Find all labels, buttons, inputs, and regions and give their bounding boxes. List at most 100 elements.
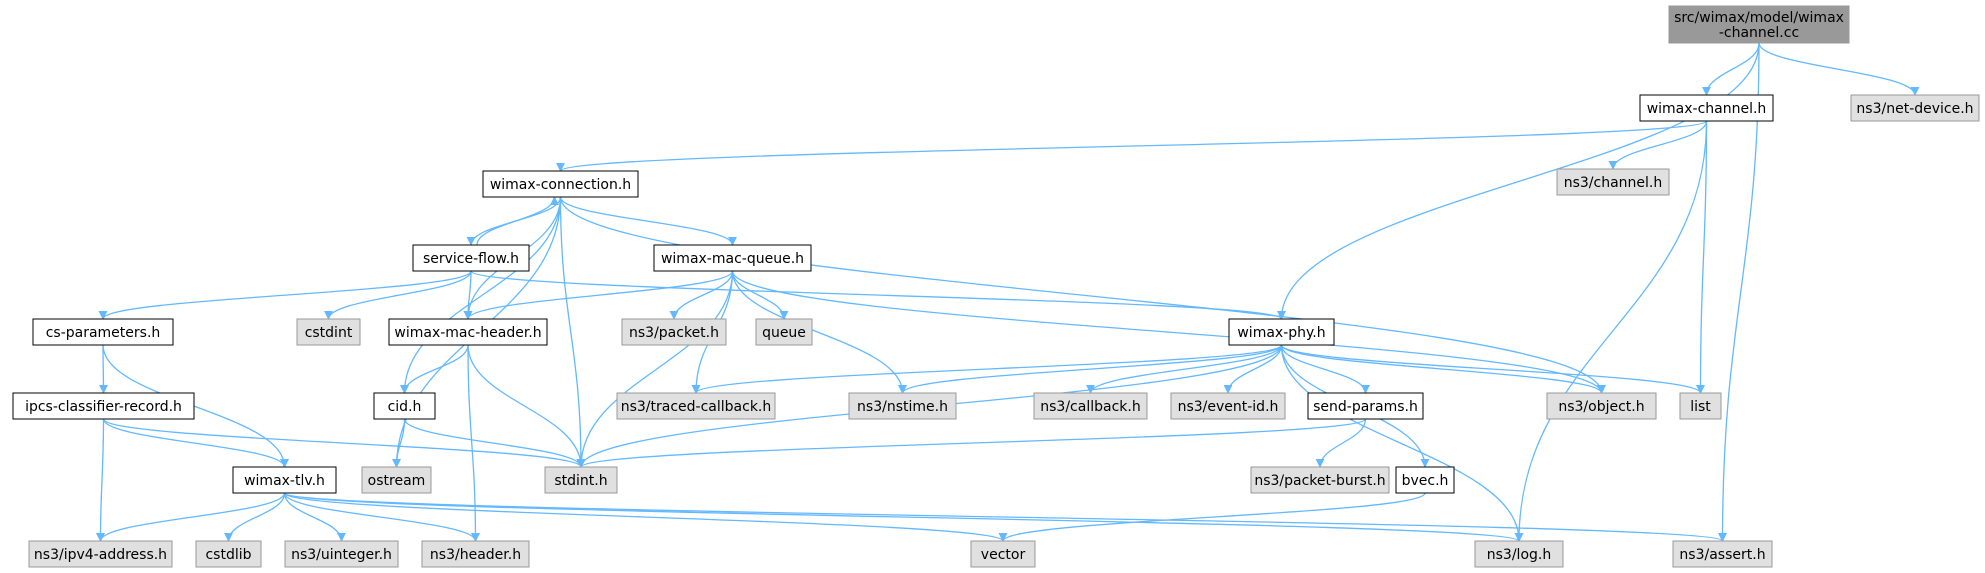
node-ns3-log-h: ns3/log.h	[1474, 540, 1564, 568]
edge-wimax-connection-h-to-ns3-object-h	[559, 196, 1606, 394]
edge-wimax-phy-h-to-list	[1280, 344, 1705, 394]
edge-wimax-channel-h-to-wimax-connection-h	[556, 120, 1708, 172]
node-label-ns3-packet-burst-h: ns3/packet-burst.h	[1254, 473, 1385, 489]
node-list: list	[1679, 392, 1722, 420]
node-label-root: -channel.cc	[1719, 25, 1799, 41]
node-cs-parameters-h[interactable]: cs-parameters.h	[32, 318, 174, 346]
node-label-ns3-assert-h: ns3/assert.h	[1679, 547, 1765, 563]
edge-wimax-phy-h-to-ns3-nstime-h	[898, 344, 1283, 394]
node-wimax-mac-header-h[interactable]: wimax-mac-header.h	[388, 318, 548, 346]
edge-service-flow-h-to-wimax-mac-header-h	[463, 270, 473, 320]
node-label-wimax-mac-queue-h: wimax-mac-queue.h	[661, 251, 804, 267]
edge-wimax-mac-queue-h-to-ns3-object-h	[731, 270, 1606, 394]
node-box-queue	[755, 318, 813, 346]
node-label-ns3-nstime-h: ns3/nstime.h	[857, 399, 948, 415]
node-label-cstdlib: cstdlib	[205, 547, 251, 563]
node-wimax-phy-h[interactable]: wimax-phy.h	[1228, 318, 1335, 346]
edge-send-params-h-to-ns3-packet-burst-h	[1315, 418, 1367, 468]
node-vector: vector	[970, 540, 1036, 568]
edge-send-params-h-to-stdint-h	[576, 418, 1367, 468]
node-ns3-nstime-h: ns3/nstime.h	[848, 392, 957, 420]
edge-wimax-mac-header-h-to-cid-h	[399, 344, 469, 394]
node-wimax-channel-h[interactable]: wimax-channel.h	[1639, 94, 1774, 122]
edge-wimax-mac-queue-h-to-stdint-h	[576, 270, 734, 468]
edge-wimax-mac-header-h-to-stdint-h	[467, 344, 586, 468]
node-label-cid-h: cid.h	[388, 399, 422, 415]
node-stdint-h: stdint.h	[544, 466, 618, 494]
edge-service-flow-h-to-cs-parameters-h	[98, 270, 472, 320]
node-ns3-net-device-h: ns3/net-device.h	[1850, 94, 1980, 122]
node-box-ns3-callback-h	[1033, 392, 1148, 420]
node-ns3-callback-h: ns3/callback.h	[1033, 392, 1148, 420]
node-box-bvec-h	[1395, 466, 1455, 494]
node-box-ns3-packet-burst-h	[1250, 466, 1390, 494]
node-send-params-h[interactable]: send-params.h	[1307, 392, 1424, 420]
node-box-ns3-traced-callback-h	[616, 392, 776, 420]
node-box-root	[1668, 5, 1850, 44]
edge-root-to-wimax-phy-h	[1276, 42, 1760, 320]
node-box-ns3-channel-h	[1556, 168, 1670, 196]
node-label-wimax-tlv-h: wimax-tlv.h	[244, 473, 325, 489]
node-label-send-params-h: send-params.h	[1313, 399, 1418, 415]
node-box-ns3-assert-h	[1672, 540, 1773, 568]
node-ns3-channel-h: ns3/channel.h	[1556, 168, 1670, 196]
node-ipcs-classifier-record-h[interactable]: ipcs-classifier-record.h	[12, 392, 195, 420]
edge-wimax-tlv-h-to-ns3-assert-h	[283, 492, 1727, 542]
node-label-ns3-channel-h: ns3/channel.h	[1564, 175, 1663, 191]
edge-wimax-tlv-h-to-ns3-header-h	[283, 492, 480, 542]
node-cid-h[interactable]: cid.h	[373, 392, 436, 420]
node-box-ipcs-classifier-record-h	[12, 392, 195, 420]
node-box-wimax-channel-h	[1639, 94, 1774, 122]
edge-wimax-tlv-h-to-vector	[283, 492, 1008, 542]
node-box-ns3-header-h	[421, 540, 530, 568]
edge-wimax-tlv-h-to-cstdlib	[223, 492, 286, 542]
edge-bvec-h-to-vector	[998, 492, 1426, 542]
node-label-wimax-channel-h: wimax-channel.h	[1647, 101, 1767, 117]
node-wimax-tlv-h[interactable]: wimax-tlv.h	[232, 466, 337, 494]
node-wimax-connection-h[interactable]: wimax-connection.h	[482, 170, 639, 198]
edge-ipcs-classifier-record-h-to-ns3-ipv4-address-h	[95, 418, 106, 542]
node-ns3-uinteger-h: ns3/uinteger.h	[284, 540, 399, 568]
edge-wimax-channel-h-to-list	[1695, 120, 1708, 394]
node-box-cs-parameters-h	[32, 318, 174, 346]
node-box-wimax-phy-h	[1228, 318, 1335, 346]
node-label-service-flow-h: service-flow.h	[423, 251, 519, 267]
node-box-list	[1679, 392, 1722, 420]
node-box-service-flow-h	[412, 244, 530, 272]
edge-wimax-phy-h-to-send-params-h	[1280, 344, 1371, 394]
edge-wimax-phy-h-to-ns3-object-h	[1280, 344, 1606, 394]
node-label-ns3-object-h: ns3/object.h	[1558, 399, 1644, 415]
node-label-bvec-h: bvec.h	[1402, 473, 1449, 489]
node-wimax-mac-queue-h[interactable]: wimax-mac-queue.h	[653, 244, 812, 272]
edge-wimax-phy-h-to-ns3-log-h	[1280, 344, 1524, 542]
node-box-ns3-net-device-h	[1850, 94, 1980, 122]
node-ns3-packet-h: ns3/packet.h	[621, 318, 727, 346]
edge-wimax-mac-header-h-to-ns3-header-h	[467, 344, 481, 542]
node-ns3-packet-burst-h: ns3/packet-burst.h	[1250, 466, 1390, 494]
node-box-ns3-packet-h	[621, 318, 727, 346]
edge-wimax-phy-h-to-ns3-callback-h	[1086, 344, 1283, 394]
edge-wimax-phy-h-to-ns3-event-id-h	[1223, 344, 1283, 394]
node-ns3-header-h: ns3/header.h	[421, 540, 530, 568]
node-label-root: src/wimax/model/wimax	[1674, 10, 1844, 26]
edge-root-to-wimax-channel-h	[1701, 42, 1760, 96]
node-label-ns3-net-device-h: ns3/net-device.h	[1856, 101, 1973, 117]
node-box-ns3-object-h	[1546, 392, 1657, 420]
edge-wimax-tlv-h-to-ns3-ipv4-address-h	[96, 492, 286, 542]
node-bvec-h[interactable]: bvec.h	[1395, 466, 1455, 494]
node-label-ns3-ipv4-address-h: ns3/ipv4-address.h	[34, 547, 167, 563]
edge-wimax-mac-queue-h-to-ns3-packet-h	[669, 270, 734, 320]
node-service-flow-h[interactable]: service-flow.h	[412, 244, 530, 272]
node-ns3-assert-h: ns3/assert.h	[1672, 540, 1773, 568]
node-root[interactable]: src/wimax/model/wimax-channel.cc	[1668, 5, 1850, 44]
node-box-vector	[970, 540, 1036, 568]
node-box-wimax-connection-h	[482, 170, 639, 198]
node-label-wimax-mac-header-h: wimax-mac-header.h	[394, 325, 541, 341]
node-label-queue: queue	[762, 325, 806, 341]
node-ns3-ipv4-address-h: ns3/ipv4-address.h	[28, 540, 173, 568]
node-label-ns3-event-id-h: ns3/event-id.h	[1178, 399, 1279, 415]
edge-root-to-ns3-assert-h	[1717, 42, 1760, 542]
edge-ipcs-classifier-record-h-to-stdint-h	[102, 418, 586, 468]
node-label-stdint-h: stdint.h	[554, 473, 607, 489]
